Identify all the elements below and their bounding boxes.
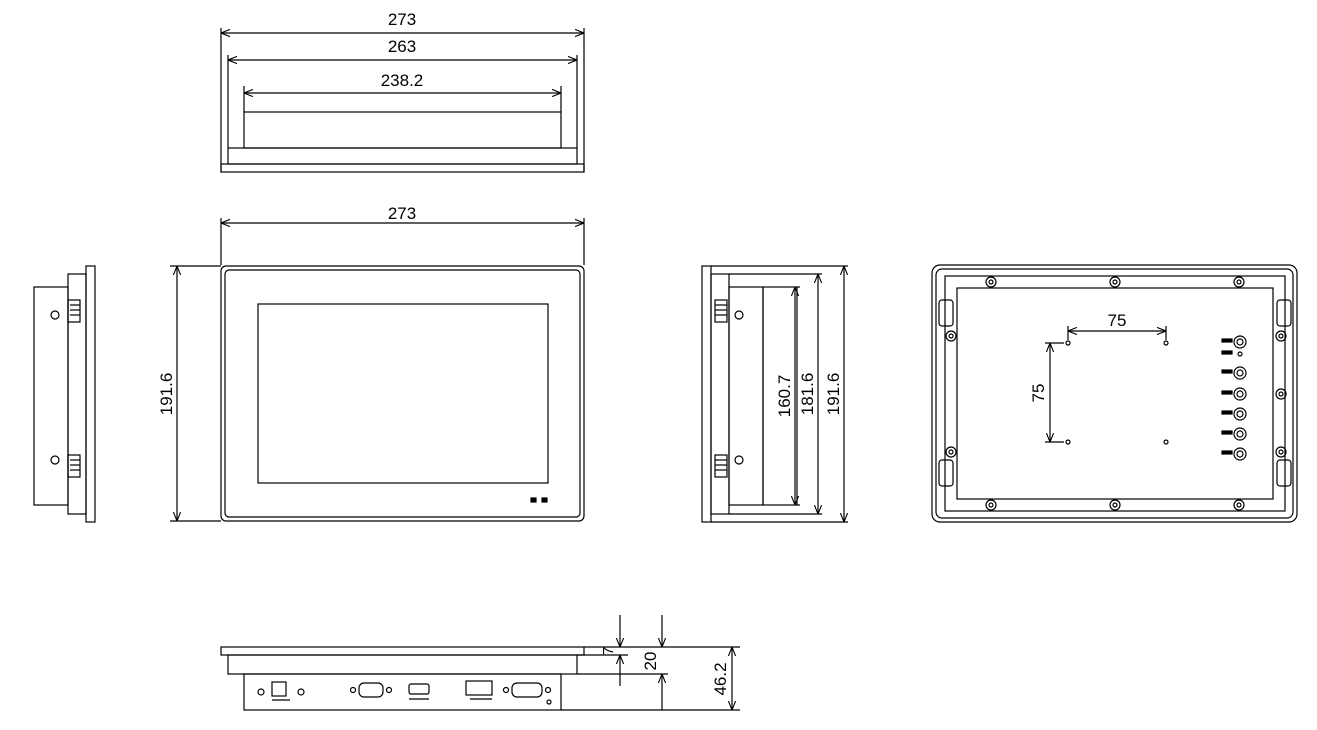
usb-port-icon — [408, 683, 430, 695]
vesa-vertical-label: 75 — [1029, 384, 1048, 403]
vesa-hole-icon — [1163, 439, 1169, 445]
vesa-hole-icon — [1163, 340, 1169, 346]
vesa-hole-icon — [1065, 439, 1071, 445]
vesa-horizontal-label: 75 — [1108, 311, 1127, 330]
top-body-width-label: 238.2 — [381, 71, 424, 90]
lan-port-icon — [465, 680, 493, 696]
top-view-bezel — [227, 147, 578, 165]
clip-icon — [938, 459, 954, 487]
screw-icon — [734, 310, 744, 320]
display-height-label: 160.7 — [775, 375, 794, 418]
top-outer-width-label: 273 — [388, 10, 416, 29]
clip-icon — [1276, 299, 1292, 327]
rear-view — [931, 264, 1298, 523]
front-width-label: 273 — [388, 204, 416, 223]
right-side-view — [701, 265, 848, 523]
top-bezel-width-label: 263 — [388, 37, 416, 56]
front-view — [170, 218, 585, 522]
left-side-view — [33, 265, 96, 523]
top-view-frame — [220, 163, 585, 173]
bottom-view — [220, 615, 740, 711]
screw-icon — [297, 688, 305, 696]
led-indicator-icon — [541, 497, 548, 503]
power-port-icon — [271, 681, 287, 697]
clip-icon — [938, 299, 954, 327]
led-indicator-icon — [530, 497, 537, 503]
total-depth-label: 46.2 — [711, 662, 730, 695]
bottom-frame — [220, 646, 585, 656]
screw-icon — [257, 688, 265, 696]
vesa-hole-icon — [1065, 340, 1071, 346]
front-height-label: 191.6 — [157, 373, 176, 416]
outer-height-label: 191.6 — [824, 373, 843, 416]
screw-icon — [734, 455, 744, 465]
front-frame — [220, 265, 585, 522]
cutout-height-label: 181.6 — [798, 373, 817, 416]
rear-panel — [956, 287, 1274, 500]
clip-icon — [1276, 459, 1292, 487]
bezel-depth-label: 7 — [600, 647, 617, 655]
vga-port-icon — [511, 682, 543, 698]
top-view — [220, 28, 585, 173]
display-area — [257, 303, 549, 484]
flange-depth-label: 20 — [641, 652, 660, 671]
bottom-io-panel — [243, 673, 562, 711]
bottom-bezel — [227, 654, 578, 675]
screw-icon — [50, 455, 60, 465]
serial-port-icon — [358, 682, 384, 698]
screw-icon — [50, 310, 60, 320]
top-view-body — [243, 111, 562, 149]
